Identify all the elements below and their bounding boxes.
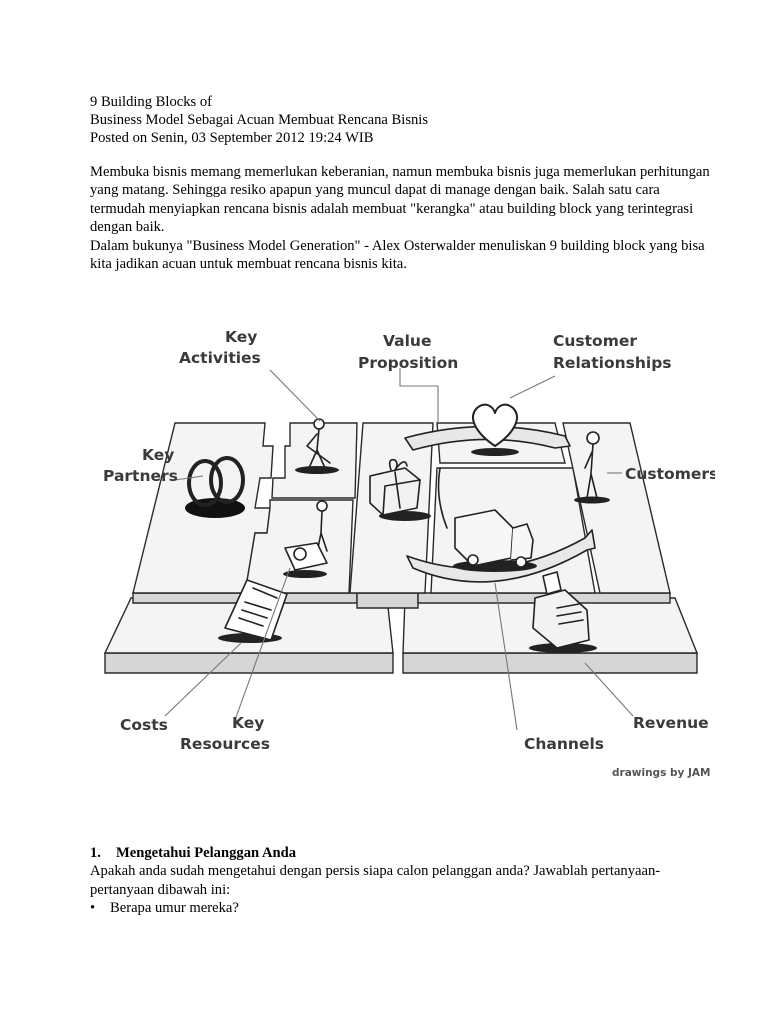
person-digging-icon bbox=[295, 418, 339, 474]
heart-icon bbox=[471, 403, 519, 456]
leader-value-proposition bbox=[399, 368, 439, 423]
truck-icon bbox=[453, 509, 537, 572]
bullet-text: Berapa umur mereka? bbox=[110, 900, 239, 917]
leader-key-partners bbox=[174, 475, 204, 481]
label-customer-relationships-1: Customer bbox=[553, 332, 637, 350]
rings-icon bbox=[185, 456, 245, 518]
person-machine-icon bbox=[283, 500, 328, 578]
header-line-1: 9 Building Blocks of bbox=[90, 94, 213, 110]
intro-paragraph-1: Membuka bisnis memang memerlukan keberan… bbox=[90, 164, 710, 236]
gift-box-icon bbox=[369, 458, 431, 521]
section-1-title: Mengetahui Pelanggan Anda bbox=[116, 845, 297, 861]
bullet-marker: • bbox=[90, 900, 96, 917]
label-key-activities-2: Activities bbox=[179, 349, 261, 367]
label-revenue: Revenue bbox=[633, 714, 709, 732]
article-header: 9 Building Blocks of Business Model Seba… bbox=[90, 93, 710, 147]
leader-channels bbox=[494, 582, 518, 731]
business-model-canvas-figure: Key Activities Value Proposition Custome… bbox=[95, 318, 715, 788]
intro-paragraph-2: Dalam bukunya "Business Model Generation… bbox=[90, 237, 705, 273]
list-item: • Berapa umur mereka? bbox=[90, 899, 710, 917]
cash-register-icon bbox=[529, 571, 597, 653]
section-1-heading: 1. Mengetahui Pelanggan Anda bbox=[90, 844, 710, 862]
drawings-credit: drawings by JAM bbox=[612, 767, 710, 779]
leader-customer-relationships bbox=[509, 375, 556, 399]
label-costs: Costs bbox=[120, 716, 168, 734]
label-value-proposition-2: Proposition bbox=[358, 354, 458, 372]
posted-date: Posted on Senin, 03 September 2012 19:24… bbox=[90, 130, 374, 146]
header-line-2: Business Model Sebagai Acuan Membuat Ren… bbox=[90, 112, 429, 128]
label-key-activities-1: Key bbox=[225, 328, 257, 346]
label-key-partners-1: Key bbox=[142, 446, 174, 464]
label-customers: Customers bbox=[625, 465, 715, 483]
leader-key-activities bbox=[269, 369, 321, 422]
label-key-partners-2: Partners bbox=[103, 467, 178, 485]
label-key-resources-2: Resources bbox=[180, 735, 270, 753]
label-value-proposition-1: Value bbox=[383, 332, 431, 350]
section-1-body: Apakah anda sudah mengetahui dengan pers… bbox=[90, 863, 661, 898]
key-activities-block bbox=[271, 422, 358, 499]
revenue-block-side bbox=[402, 652, 698, 674]
costs-block-side bbox=[104, 652, 394, 674]
section-1-number: 1. bbox=[90, 845, 101, 861]
value-side bbox=[356, 592, 419, 609]
label-key-resources-1: Key bbox=[232, 714, 264, 732]
person-standing-icon bbox=[574, 431, 610, 504]
intro-text: Membuka bisnis memang memerlukan keberan… bbox=[90, 163, 710, 273]
label-customer-relationships-2: Relationships bbox=[553, 354, 672, 372]
leader-revenue bbox=[584, 662, 634, 717]
inner-arc-icon bbox=[437, 467, 448, 529]
section-1: 1. Mengetahui Pelanggan Anda Apakah anda… bbox=[90, 844, 710, 918]
label-channels: Channels bbox=[524, 735, 604, 753]
leader-key-resources bbox=[234, 567, 291, 721]
leader-costs bbox=[164, 642, 242, 717]
section-1-bullets: • Berapa umur mereka? bbox=[90, 899, 710, 917]
